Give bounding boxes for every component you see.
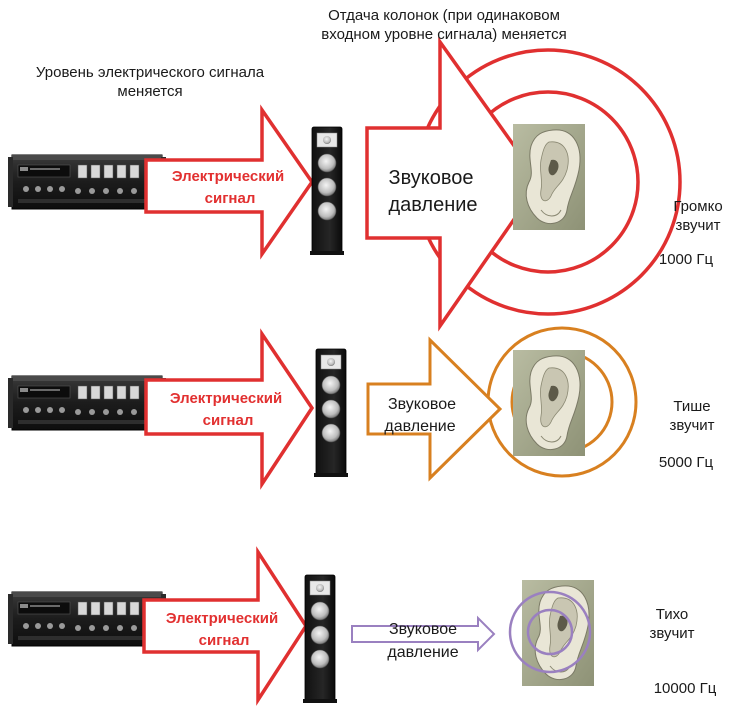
loudness-label: Громко звучит [673,198,723,234]
ear-icon [512,349,586,457]
row-1-loud: Электрический сигнал Звуковое давление [7,36,682,332]
electric-signal-label-2: сигнал [205,190,256,207]
sound-pressure-label-1: Звуковое [388,396,456,413]
electric-signal-arrow [144,104,315,260]
amplifier-icon [7,154,167,210]
speaker-icon [313,348,349,478]
sound-pressure-label-1: Звуковое [389,621,457,638]
amplifier-icon [7,375,167,431]
sound-pressure-label-1: Звуковое [388,167,473,189]
sound-wave-outer [508,590,592,674]
electric-signal-label-2: сигнал [199,632,250,649]
frequency-label: 5000 Гц [658,454,714,471]
electric-signal-label-1: Электрический [172,168,284,185]
loudness-label: Тише звучит [669,398,715,434]
speaker-icon [302,574,338,704]
sound-wave-inner [526,608,574,656]
sound-pressure-label-2: давление [387,644,458,661]
frequency-label: 1000 Гц [658,251,714,268]
sound-pressure-arrow [366,336,503,482]
sound-pressure-label-2: давление [388,194,477,216]
electric-signal-label-2: сигнал [203,412,254,429]
loudness-label: Тихо звучит [649,606,695,642]
sound-pressure-arrow [365,36,543,332]
speaker-output-caption: Отдача колонок (при одинаковом входном у… [321,7,567,43]
row-3-quiet: Электрический сигнал Звуковое давление [7,546,595,706]
signal-level-caption: Уровень электрического сигнала меняется [35,64,265,100]
sound-pressure-label-2: давление [384,418,455,435]
electric-signal-arrow [144,328,315,490]
row-2-quieter: Электрический сигнал Звуковое давление [7,326,638,490]
frequency-label: 10000 Гц [653,680,717,697]
electric-signal-arrow [142,546,309,706]
sound-pressure-arrow [351,615,496,653]
electric-signal-label-1: Электрический [170,390,282,407]
electric-signal-label-1: Электрический [166,610,278,627]
speaker-icon [309,126,345,256]
ear-icon [512,123,586,231]
